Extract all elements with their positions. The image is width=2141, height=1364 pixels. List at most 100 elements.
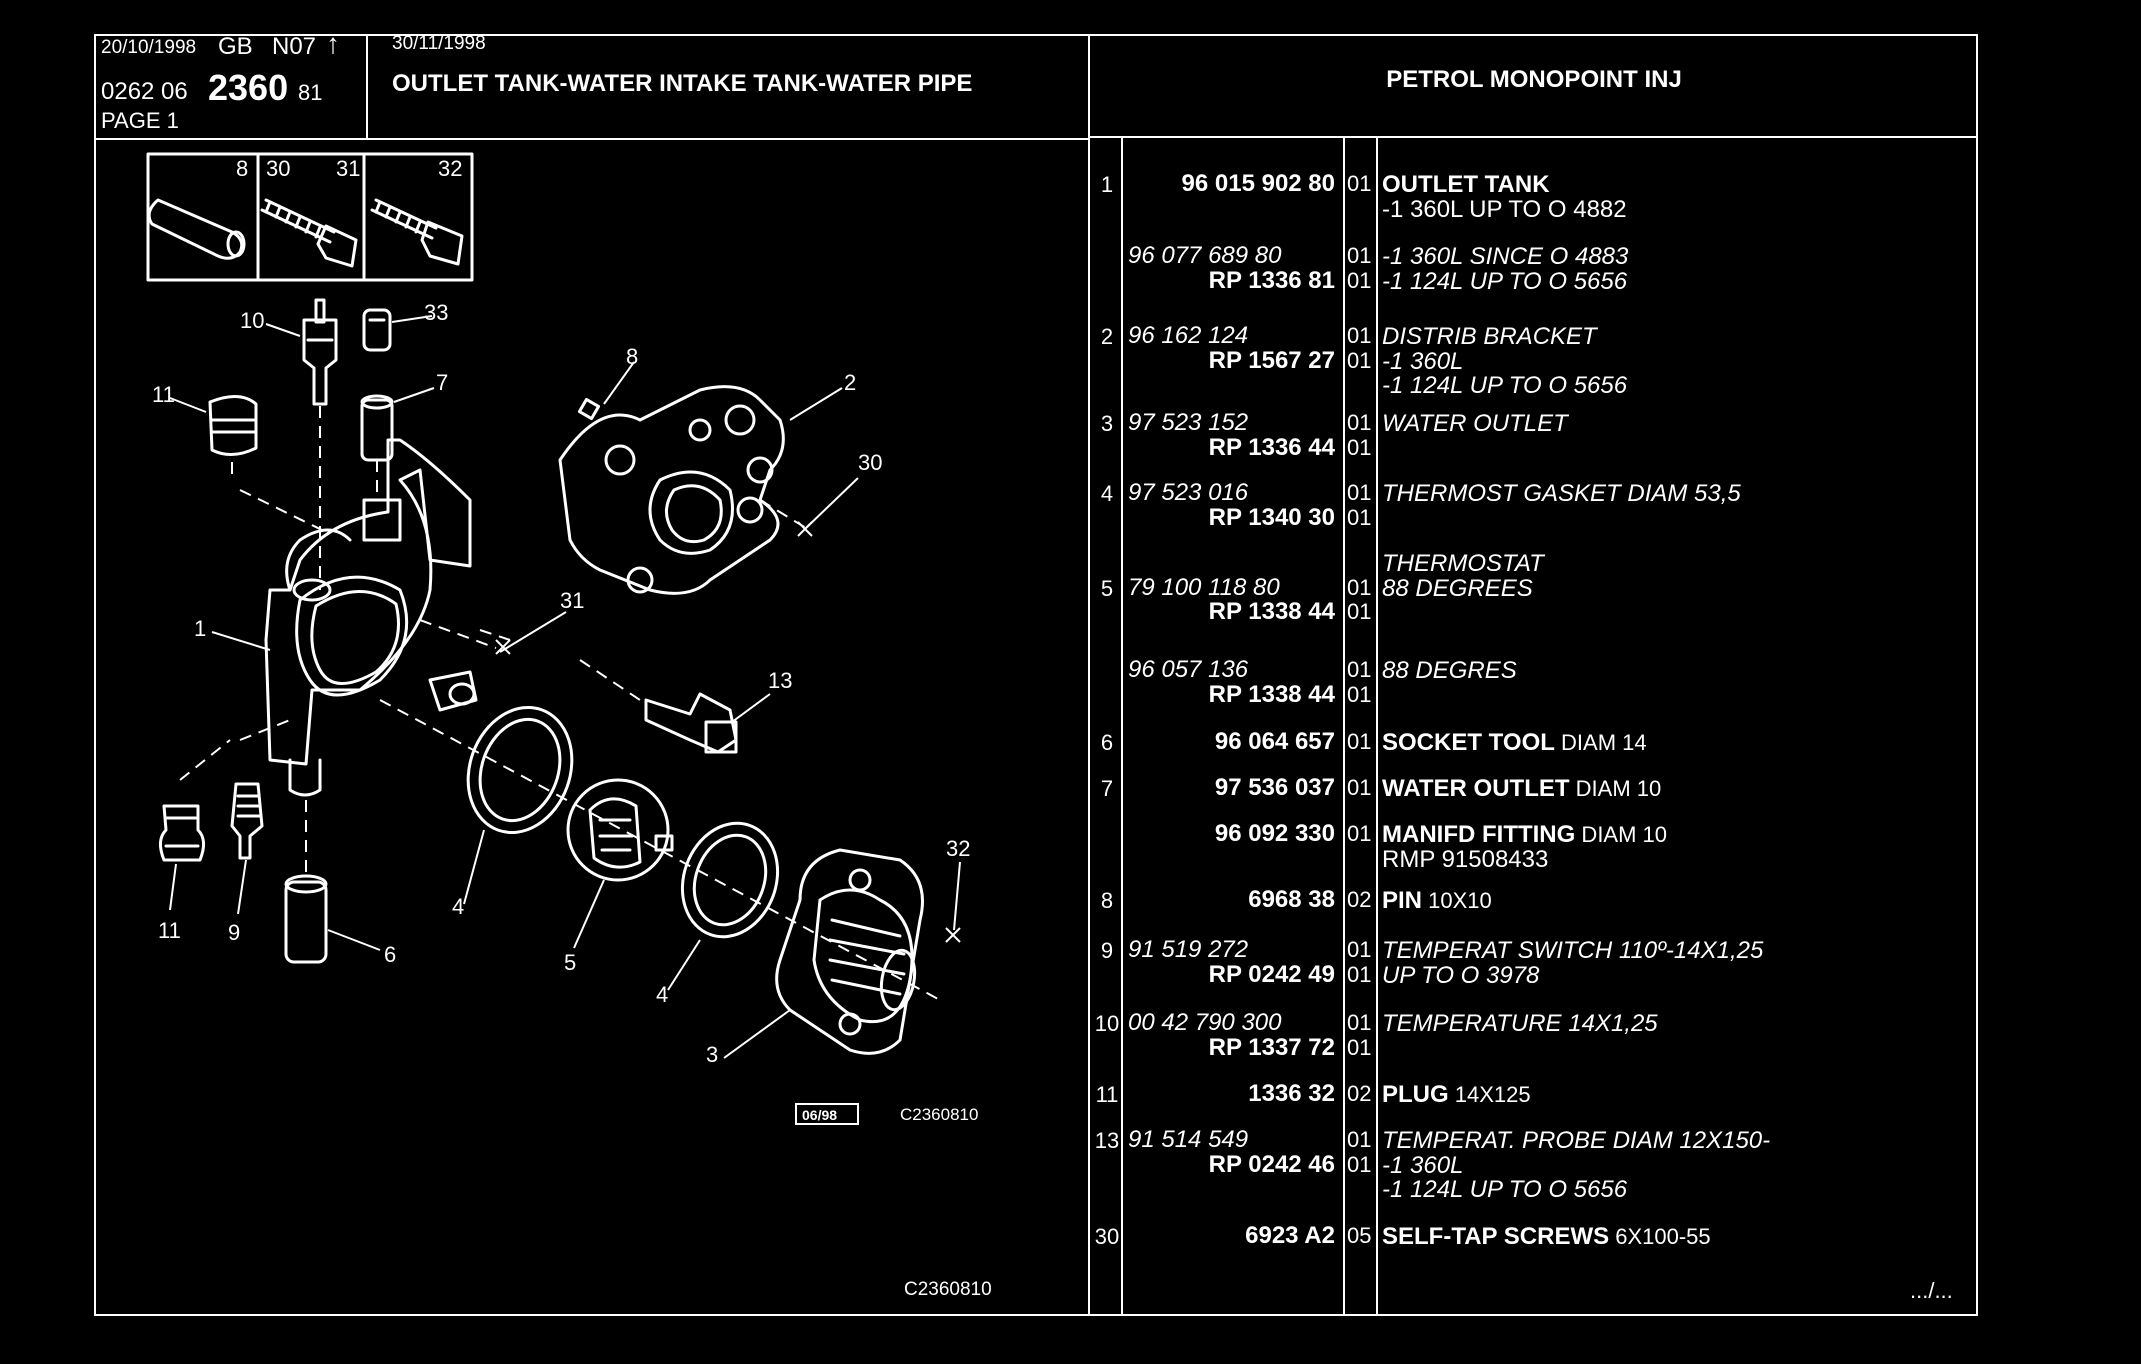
part-number: RP 1567 27 [1208, 346, 1335, 374]
part-qty: 01 [1347, 434, 1372, 460]
part-description: -1 124L UP TO O 5656 [1382, 1176, 1628, 1203]
callout-10: 10 [240, 308, 265, 333]
header-divider-right [1090, 136, 1978, 138]
part-number: RP 1336 81 [1208, 266, 1335, 294]
part-ref-1: 1 [1100, 172, 1114, 197]
part-qty: 02 [1347, 1081, 1372, 1106]
callout-4-left: 4 [452, 894, 465, 919]
part-qty: 01 [1347, 657, 1372, 682]
callout-9: 9 [228, 920, 241, 945]
part-qty: 01 [1347, 775, 1372, 800]
part-number: RP 0242 46 [1208, 1150, 1335, 1178]
part-description: 88 DEGREES [1382, 574, 1533, 602]
part-number: 79 100 118 80 [1128, 573, 1280, 601]
part-number: RP 0242 49 [1208, 960, 1335, 988]
part-qty: 01 [1347, 1034, 1372, 1060]
part-number: 6923 A2 [1245, 1222, 1335, 1249]
part-number: 96 064 657 [1214, 728, 1335, 755]
part-qty: 01 [1347, 574, 1372, 600]
header-ref-suffix: 81 [298, 80, 323, 105]
part-number: 91 519 272 [1128, 936, 1249, 963]
callout-5: 5 [564, 950, 577, 975]
header-date-2: 30/11/1998 [392, 33, 486, 54]
header-date-1: 20/10/1998 [101, 37, 197, 58]
callout-2: 2 [844, 370, 857, 395]
part-number: 6968 38 [1248, 886, 1335, 913]
part-number: RP 1338 44 [1208, 598, 1335, 625]
callout-6: 6 [384, 942, 397, 967]
part-qty: 01 [1347, 347, 1372, 373]
part-ref-3: 3 [1100, 411, 1114, 436]
part-ref-4: 4 [1100, 481, 1114, 506]
part-number: 96 057 136 [1128, 656, 1249, 683]
header-ref-main: 2360 [208, 67, 289, 108]
part-description: -1 360L [1382, 347, 1464, 375]
part-description: THERMOST GASKET DIAM 53,5 [1382, 480, 1741, 507]
callout-1: 1 [194, 616, 207, 641]
header-lang: GB [218, 33, 253, 60]
part-ref-13: 13 [1094, 1128, 1120, 1153]
callout-11-bottom: 11 [158, 918, 181, 943]
part-description: MANIFD FITTING DIAM 10 [1382, 821, 1668, 848]
table-col-divider-1 [1121, 138, 1123, 1316]
part-qty: 01 [1347, 410, 1372, 435]
part-qty: 01 [1347, 681, 1372, 707]
part-number: 97 523 016 [1128, 479, 1249, 506]
part-qty: 01 [1347, 1010, 1372, 1035]
callout-8: 8 [626, 344, 639, 369]
inset-label-8: 8 [236, 156, 249, 181]
part-number: 97 523 152 [1128, 409, 1249, 436]
header-ref-prefix: 0262 06 [101, 78, 188, 105]
table-col-divider-2 [1343, 138, 1345, 1316]
part-description: TEMPERAT SWITCH 110º-14X1,25 [1382, 937, 1764, 964]
part-qty: 01 [1347, 480, 1372, 505]
part-qty: 01 [1347, 599, 1372, 624]
part-number: RP 1340 30 [1208, 503, 1335, 531]
part-number: 97 536 037 [1214, 774, 1335, 801]
part-description: UP TO O 3978 [1382, 961, 1540, 989]
part-number: RP 1338 44 [1208, 680, 1335, 708]
part-description: -1 360L UP TO O 4882 [1382, 195, 1627, 223]
header-code: N07 [272, 33, 317, 60]
part-description: SELF-TAP SCREWS 6X100-55 [1382, 1223, 1711, 1250]
part-ref-6: 6 [1100, 730, 1114, 755]
page-title: OUTLET TANK-WATER INTAKE TANK-WATER PIPE [392, 70, 973, 97]
part-number: 1336 32 [1248, 1080, 1335, 1107]
callout-11-top: 11 [152, 382, 175, 407]
callout-7: 7 [436, 370, 449, 395]
part-description: -1 360L SINCE O 4883 [1382, 243, 1629, 270]
footer-code-2: C2360810 [904, 1279, 992, 1300]
part-ref-5: 5 [1100, 575, 1114, 601]
header-divider-left [94, 138, 1088, 140]
part-description: TEMPERATURE 14X1,25 [1382, 1010, 1658, 1037]
callout-32: 32 [946, 836, 971, 861]
part-number: 96 015 902 80 [1181, 170, 1335, 197]
part-description: PLUG 14X125 [1382, 1081, 1531, 1108]
part-number: 96 092 330 [1214, 820, 1335, 847]
callout-30: 30 [858, 450, 883, 475]
part-description: RMP 91508433 [1382, 845, 1549, 873]
part-ref-8: 8 [1100, 888, 1114, 913]
up-arrow-icon: ↑ [326, 28, 340, 59]
part-qty: 01 [1347, 821, 1372, 846]
part-description: SOCKET TOOL DIAM 14 [1382, 729, 1647, 756]
table-col-divider-3 [1376, 138, 1378, 1316]
part-qty: 01 [1347, 961, 1372, 987]
part-description: WATER OUTLET DIAM 10 [1382, 775, 1662, 802]
part-description: THERMOSTAT [1382, 550, 1544, 577]
header-page: PAGE 1 [101, 108, 179, 133]
part-qty: 01 [1347, 1151, 1372, 1177]
part-ref-2: 2 [1100, 324, 1114, 349]
part-qty: 01 [1347, 937, 1372, 962]
part-ref-10: 10 [1094, 1011, 1120, 1036]
part-description: WATER OUTLET [1382, 410, 1568, 437]
part-description: -1 360L [1382, 1151, 1464, 1179]
inset-label-32: 32 [438, 156, 463, 181]
part-description: TEMPERAT. PROBE DIAM 12X150- [1382, 1127, 1771, 1154]
part-qty: 01 [1347, 267, 1372, 293]
part-description: -1 124L UP TO O 5656 [1382, 372, 1628, 399]
part-qty: 01 [1347, 243, 1372, 268]
part-ref-9: 9 [1100, 938, 1114, 963]
continue-mark: .../... [1910, 1278, 1953, 1303]
